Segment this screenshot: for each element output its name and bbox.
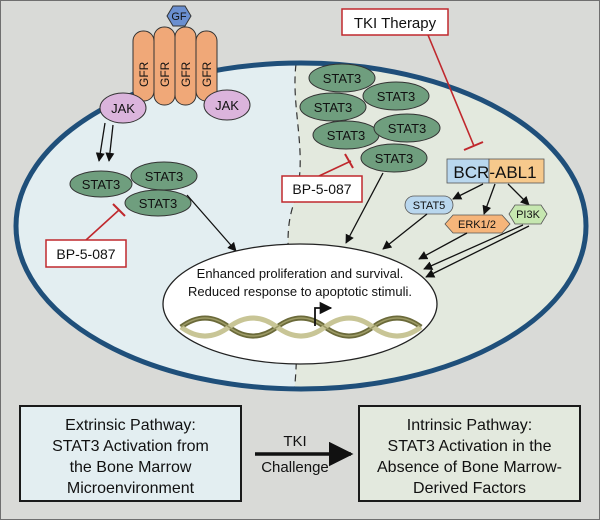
- nucleus-text-line-2: Reduced response to apoptotic stimuli.: [188, 284, 412, 299]
- stat3-left-3: [124, 189, 192, 217]
- stat3-intrinsic-arrow: [345, 172, 384, 244]
- stat3-right-5: [373, 113, 441, 143]
- tki-inhibition-bar: [463, 141, 484, 151]
- erk-to-nucleus-arrow: [418, 232, 468, 260]
- stat5-to-nucleus-arrow: [382, 213, 428, 250]
- stat3-right-label-3: STAT3: [377, 89, 416, 104]
- extrinsic-pathway-box: Extrinsic Pathway: STAT3 Activation from…: [19, 405, 242, 502]
- intrinsic-line-1: Intrinsic Pathway:: [406, 417, 533, 434]
- gfr-label-3: GFR: [179, 61, 193, 87]
- stat3-right-2: [299, 92, 367, 122]
- stat3-right-label-2: STAT3: [314, 100, 353, 115]
- bp-5-087-right-label: BP-5-087: [292, 181, 351, 197]
- extrinsic-arrow: [186, 194, 237, 252]
- gfr-label-1: GFR: [137, 61, 151, 87]
- bcr-abl1-label: BCR-ABL1: [453, 163, 536, 182]
- stat3-right-label-5: STAT3: [388, 121, 427, 136]
- inhibitor-line-right: [318, 160, 352, 177]
- stat3-left-label-1: STAT3: [82, 177, 121, 192]
- pi3k-to-nucleus-arrow-2: [425, 225, 530, 278]
- abl1-segment: [488, 158, 545, 184]
- stat3-left-label-3: STAT3: [139, 196, 178, 211]
- intrinsic-line-2: STAT3 Activation in the: [387, 438, 552, 455]
- transcription-start-arrow: [314, 301, 333, 326]
- intrinsic-line-4: Derived Factors: [413, 480, 526, 497]
- pi3k-node: [508, 204, 548, 225]
- nucleus-text-line-1: Enhanced proliferation and survival.: [197, 266, 404, 281]
- stat3-right-label-1: STAT3: [323, 71, 362, 86]
- arrow-to-stat5: [452, 183, 484, 200]
- bp-5-087-right-box: [281, 175, 363, 203]
- pi3k-label: PI3K: [516, 209, 541, 221]
- erk-node: [444, 214, 511, 234]
- nucleus: [162, 243, 438, 365]
- jak-arrow-2: [105, 124, 115, 162]
- erk-label: ERK1/2: [458, 219, 496, 231]
- arrow-to-pi3k: [507, 183, 530, 206]
- bcr-segment: [446, 158, 490, 184]
- extrinsic-line-1: Extrinsic Pathway:: [65, 417, 196, 434]
- stat3-right-6: [360, 143, 428, 173]
- inhibitor-bar-right: [344, 153, 354, 169]
- extrinsic-line-2: STAT3 Activation from: [52, 438, 209, 455]
- extrinsic-line-4: Microenvironment: [66, 480, 195, 497]
- stat3-right-1: [308, 63, 376, 93]
- stat3-left-1: [69, 170, 133, 198]
- tki-challenge-top-label: TKI: [283, 433, 306, 450]
- inhibitor-line-left: [85, 209, 120, 241]
- stat5-node: [404, 195, 454, 215]
- stat3-right-3: [362, 81, 430, 111]
- gfr-label-4: GFR: [200, 61, 214, 87]
- gf-label: GF: [171, 11, 187, 23]
- jak-right: [203, 89, 251, 121]
- stat5-label: STAT5: [413, 200, 446, 212]
- gfr-receptor: GFR GFR GFR GFR: [132, 26, 218, 106]
- stat3-left-label-2: STAT3: [145, 169, 184, 184]
- stat3-right-label-6: STAT3: [375, 151, 414, 166]
- dna-helix: [179, 315, 423, 339]
- tki-therapy-box: [341, 8, 449, 36]
- tki-inhibition-line: [427, 34, 475, 147]
- inhibitor-bar-left: [112, 203, 126, 217]
- tki-challenge-bottom-label: Challenge: [261, 459, 329, 476]
- jak-arrow-1: [95, 122, 106, 162]
- bp-5-087-left-label: BP-5-087: [56, 246, 115, 262]
- bp-5-087-left-box: [45, 239, 127, 268]
- cell-membrane: [13, 60, 589, 392]
- extrinsic-line-3: the Bone Marrow: [69, 459, 192, 476]
- intrinsic-pathway-box: Intrinsic Pathway: STAT3 Activation in t…: [358, 405, 581, 502]
- gfr-label-2: GFR: [158, 61, 172, 87]
- pi3k-to-nucleus-arrow-1: [423, 224, 524, 270]
- intrinsic-line-3: Absence of Bone Marrow-: [377, 459, 562, 476]
- arrow-to-erk: [482, 183, 496, 215]
- jak-left: [99, 92, 147, 124]
- jak-right-label: JAK: [215, 98, 239, 113]
- gf-ligand: [166, 5, 192, 27]
- tki-therapy-label: TKI Therapy: [354, 15, 437, 32]
- stat3-right-label-4: STAT3: [327, 128, 366, 143]
- jak-left-label: JAK: [111, 101, 135, 116]
